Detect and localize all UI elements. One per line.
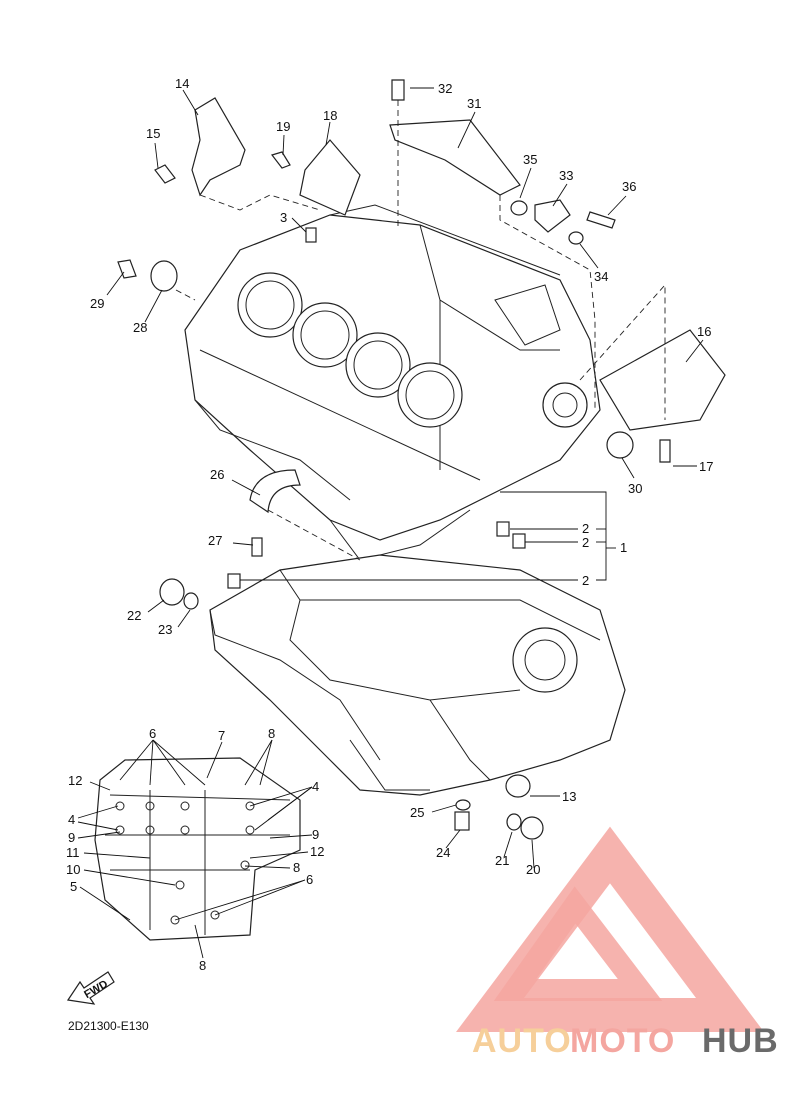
part-25-oring <box>455 799 471 811</box>
callout-29: 29 <box>90 296 104 311</box>
inset-callout-9-a: 9 <box>68 830 75 845</box>
callout-31: 31 <box>467 96 481 111</box>
callout-18: 18 <box>323 108 337 123</box>
part-29-bolt <box>117 259 137 279</box>
inset-callout-10: 10 <box>66 862 80 877</box>
callout-2-b: 2 <box>582 535 589 550</box>
callout-25: 25 <box>410 805 424 820</box>
part-32-bolt <box>391 79 405 101</box>
part-3-dowel <box>305 227 317 243</box>
callout-labels: 1 2 2 2 3 13 14 15 16 17 18 19 20 21 22 … <box>90 76 713 877</box>
cylinder-bore-2 <box>292 302 358 368</box>
part-16-plate <box>599 329 726 431</box>
inset-callout-11: 11 <box>66 845 80 860</box>
part-30-gear <box>606 431 634 459</box>
inset-callout-8-a: 8 <box>268 726 275 741</box>
cylinder-bore-4 <box>397 362 463 428</box>
callout-27: 27 <box>208 533 222 548</box>
part-31-plate <box>389 119 521 196</box>
part-28-cap <box>150 260 178 292</box>
part-17-bolt <box>659 439 671 463</box>
callout-3: 3 <box>280 210 287 225</box>
callout-20: 20 <box>526 862 540 877</box>
watermark-moto: MOTO <box>570 1022 675 1060</box>
part-15-bolt <box>154 164 176 184</box>
callout-23: 23 <box>158 622 172 637</box>
part-19-bolt <box>270 151 291 169</box>
callout-19: 19 <box>276 119 290 134</box>
callout-26: 26 <box>210 467 224 482</box>
inset-callout-8-c: 8 <box>199 958 206 973</box>
fwd-arrow-icon: FWD <box>66 971 115 1005</box>
callout-34: 34 <box>594 269 608 284</box>
fwd-label: FWD <box>82 978 110 1001</box>
callout-33: 33 <box>559 168 573 183</box>
callout-35: 35 <box>523 152 537 167</box>
lower-crankcase <box>209 554 626 796</box>
callout-24: 24 <box>436 845 450 860</box>
callout-13: 13 <box>562 789 576 804</box>
watermark-logo <box>456 826 764 1032</box>
part-26-bearing <box>249 469 301 514</box>
callout-32: 32 <box>438 81 452 96</box>
inset-callout-9-b: 9 <box>312 827 319 842</box>
callout-21: 21 <box>495 853 509 868</box>
callout-15: 15 <box>146 126 160 141</box>
inset-callout-8-b: 8 <box>293 860 300 875</box>
cylinder-bore-3 <box>345 332 411 398</box>
leader-lines <box>106 87 704 869</box>
part-20-cap <box>520 816 544 840</box>
inset-callout-12-b: 12 <box>310 844 324 859</box>
part-24-plug <box>454 811 470 831</box>
part-14-cover <box>191 97 246 197</box>
watermark-text: AUTO MOTO HUB <box>472 1022 779 1060</box>
inset-callout-4-a: 4 <box>68 812 75 827</box>
callout-28: 28 <box>133 320 147 335</box>
callout-14: 14 <box>175 76 189 91</box>
part-2-dowel-b <box>512 533 526 549</box>
callout-36: 36 <box>622 179 636 194</box>
part-35-oring <box>510 200 528 216</box>
callout-22: 22 <box>127 608 141 623</box>
callout-30: 30 <box>628 481 642 496</box>
inset-callout-4-b: 4 <box>312 779 319 794</box>
part-33-fitting <box>534 199 571 233</box>
callout-16: 16 <box>697 324 711 339</box>
part-23-oring <box>183 592 199 610</box>
upper-crankcase <box>184 204 601 561</box>
part-22-plug <box>159 578 185 606</box>
part-2-dowel-c <box>227 573 241 589</box>
part-27-bolt <box>251 537 263 557</box>
callout-2-c: 2 <box>582 573 589 588</box>
assembly-lines <box>175 100 666 561</box>
part-36-bolt <box>586 211 616 229</box>
part-13-plug <box>505 774 531 798</box>
watermark-auto: AUTO <box>472 1022 572 1060</box>
watermark-hub: HUB <box>702 1022 779 1060</box>
inset-callout-7: 7 <box>218 728 225 743</box>
callout-1: 1 <box>620 540 627 555</box>
part-18-plate <box>299 139 361 216</box>
inset-callout-12-a: 12 <box>68 773 82 788</box>
inset-callout-6-b: 6 <box>306 872 313 887</box>
part-34-collar <box>568 231 584 245</box>
inset-callout-5: 5 <box>70 879 77 894</box>
part-2-dowel-a <box>496 521 510 537</box>
inset-callout-6-a: 6 <box>149 726 156 741</box>
diagram-code: 2D21300-E130 <box>68 1019 149 1033</box>
inset-assembled-view: 6 7 8 12 4 4 9 9 11 12 10 8 6 5 8 <box>66 726 324 973</box>
callout-17: 17 <box>699 459 713 474</box>
cylinder-bore-1 <box>237 272 303 338</box>
part-21-oring <box>506 813 522 831</box>
callout-2-a: 2 <box>582 521 589 536</box>
